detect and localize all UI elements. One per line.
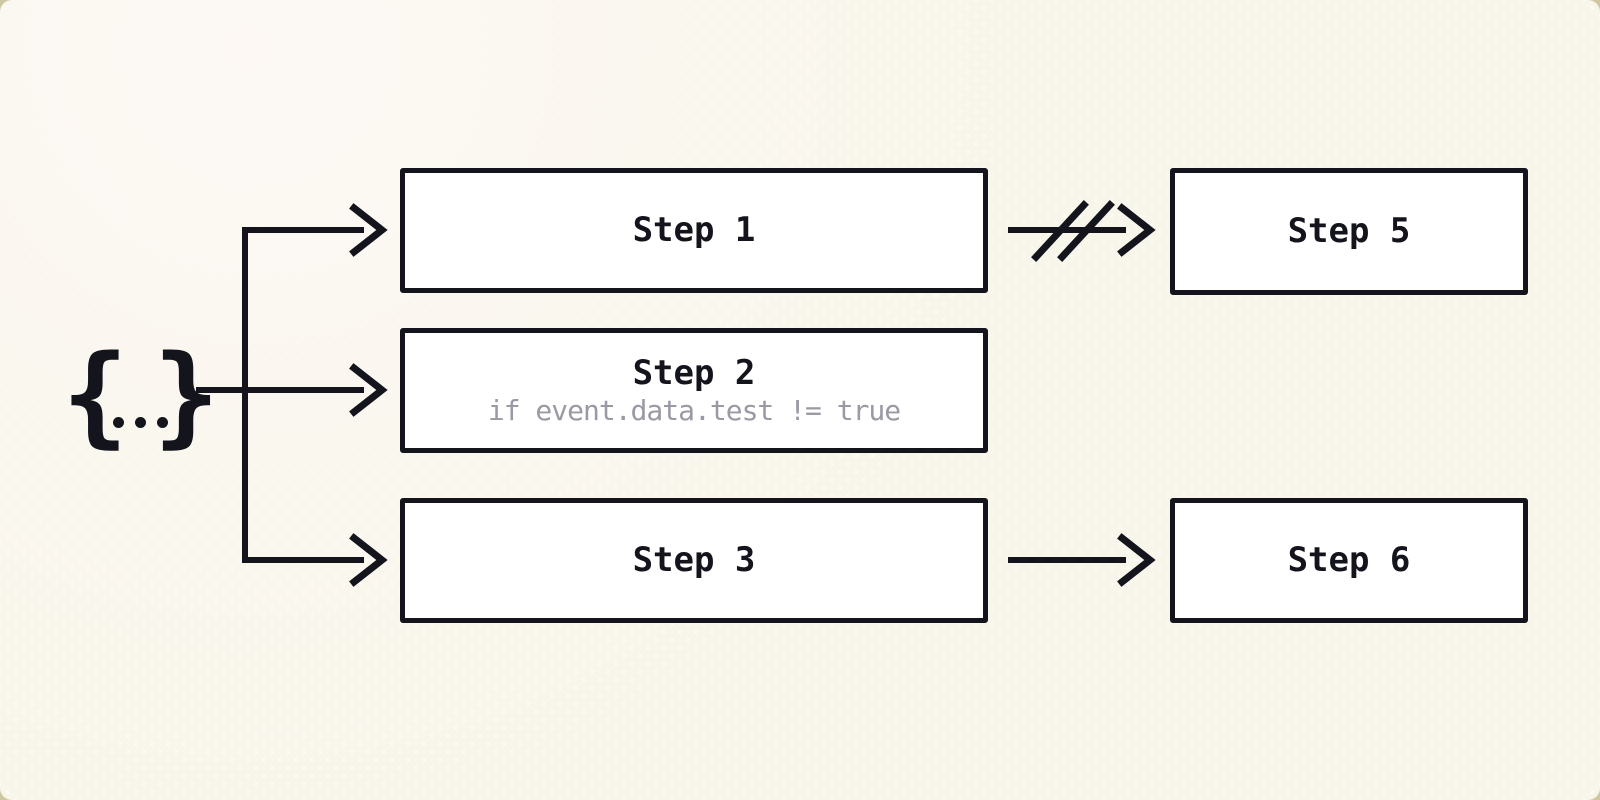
dot: [113, 417, 125, 428]
node-step-3[interactable]: Step 3: [400, 498, 988, 623]
connector-branch: [242, 227, 364, 563]
node-step-1[interactable]: Step 1: [400, 168, 988, 293]
payload-dots-icon: [113, 417, 169, 428]
node-step-5[interactable]: Step 5: [1170, 168, 1528, 295]
brace-right: }: [153, 331, 220, 459]
cancel-slash-2-icon: [1057, 200, 1115, 262]
node-label: Step 2: [632, 352, 756, 393]
arrowhead-step3-icon: [349, 533, 388, 587]
event-payload-icon: { }: [62, 338, 219, 452]
node-label: Step 1: [632, 209, 756, 250]
edge-step3-step6: [1008, 533, 1156, 587]
brace-left: {: [62, 331, 129, 459]
dot: [135, 417, 147, 428]
node-label: Step 6: [1287, 539, 1411, 580]
node-label: Step 3: [632, 539, 756, 580]
arrowhead-step6-icon: [1117, 533, 1156, 587]
edge-source-step2: [196, 363, 388, 417]
node-label: Step 5: [1287, 210, 1411, 251]
cancel-slash-1-icon: [1031, 200, 1089, 262]
node-step-6[interactable]: Step 6: [1170, 498, 1528, 623]
node-condition: if event.data.test != true: [487, 393, 901, 427]
arrowhead-step2-icon: [349, 363, 388, 417]
edge-source-step1-step3: [242, 203, 388, 587]
edge-step1-step5-cancelled: [1008, 200, 1156, 262]
dot: [157, 417, 169, 428]
arrowhead-step5-icon: [1117, 203, 1156, 257]
node-step-2[interactable]: Step 2 if event.data.test != true: [400, 328, 988, 453]
arrowhead-step1-icon: [349, 203, 388, 257]
